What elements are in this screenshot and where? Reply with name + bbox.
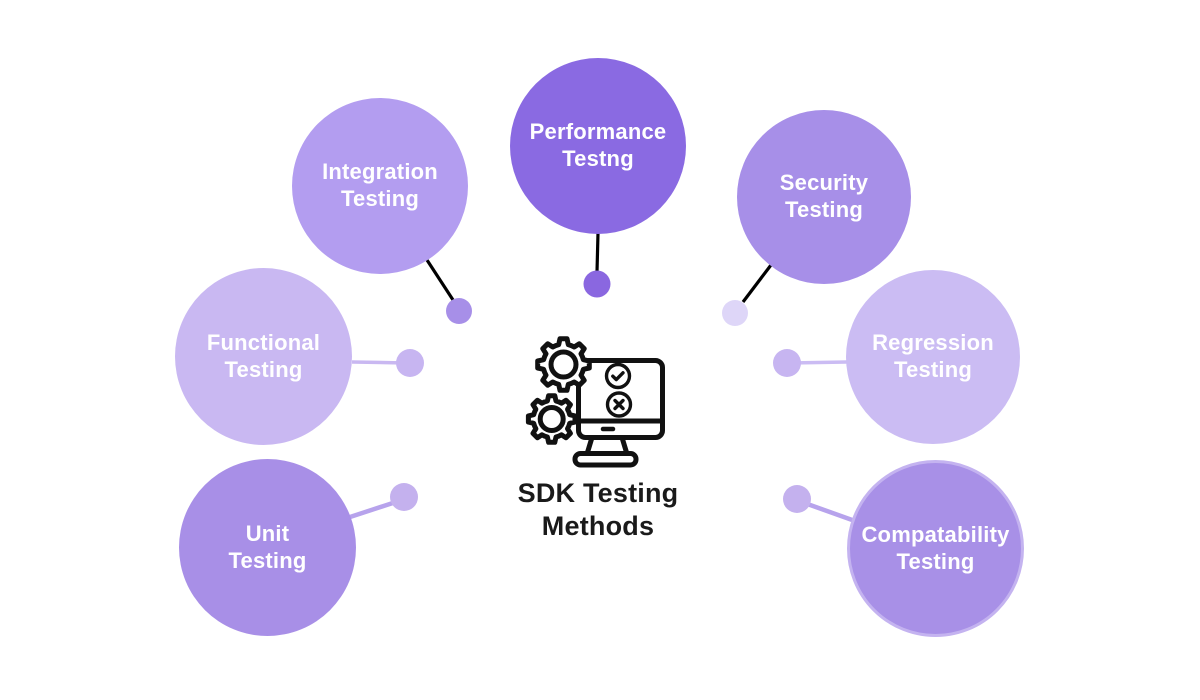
connector-functional: [351, 349, 424, 377]
connector-dot: [783, 485, 811, 513]
connector-dot: [583, 270, 611, 298]
node-label: Functional: [206, 329, 321, 355]
node-label: Testing: [894, 357, 972, 382]
connector-dot: [396, 349, 424, 377]
diagram-title: SDK Testing Methods: [438, 477, 758, 543]
node-label: Unit: [245, 520, 290, 546]
node-integration-testing: Integration Testing: [292, 98, 468, 274]
connector-integration: [425, 259, 472, 324]
connector-dot: [390, 483, 418, 511]
node-compatability-testing: Compatability Testing: [847, 460, 1024, 637]
node-performance-testing: Performance Testng: [510, 58, 686, 234]
gear-large-hole: [548, 349, 579, 380]
connector-compatability: [783, 485, 856, 524]
node-label: Testing: [228, 547, 307, 573]
connector-dot: [722, 300, 748, 326]
node-security-testing: Security Testing: [737, 110, 911, 284]
connector-dot: [773, 349, 801, 377]
node-regression-testing: Regression Testing: [846, 270, 1020, 444]
node-functional-testing: Functional Testing: [175, 268, 352, 445]
node-label: Regression: [872, 330, 994, 356]
connector-performance: [583, 232, 611, 298]
monitor-gears-testing-icon: [525, 336, 665, 468]
connector-dot: [446, 298, 472, 324]
connector-security: [722, 264, 773, 326]
node-label: Testing: [224, 356, 303, 382]
monitor-base: [572, 451, 639, 468]
node-label: Compatability: [861, 521, 1010, 547]
node-label: Performance: [529, 119, 667, 145]
diagram-title-line2: Methods: [541, 511, 655, 541]
diagram-title-line1: SDK Testing: [517, 478, 679, 508]
node-label: Testing: [785, 197, 863, 222]
x-mark: [613, 398, 625, 411]
node-label: Integration: [322, 159, 438, 185]
node-label: Testing: [896, 548, 975, 574]
node-label: Security: [779, 170, 869, 196]
node-label: Testing: [341, 186, 419, 211]
node-unit-testing: Unit Testing: [179, 459, 356, 636]
connector-regression: [773, 349, 848, 377]
connector-unit: [349, 483, 418, 520]
node-label: Testng: [562, 146, 634, 171]
gear-small-hole: [537, 405, 566, 433]
check-mark: [611, 371, 625, 382]
